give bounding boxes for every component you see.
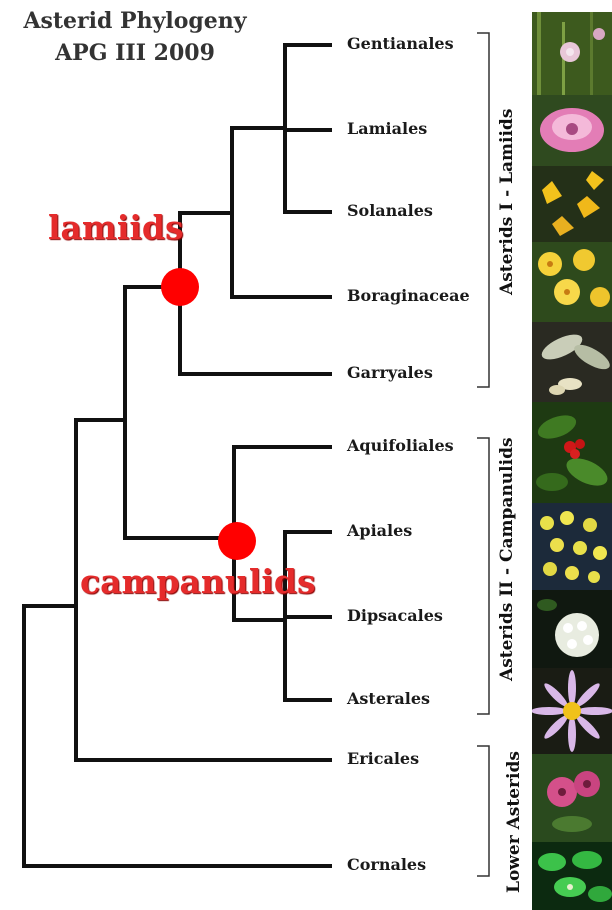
taxon-gentianales: Gentianales (347, 34, 454, 53)
asterales-aster-photo (532, 668, 612, 754)
campanulids-node-marker (218, 522, 256, 560)
ericales-flower-photo (532, 754, 612, 842)
lamiales-flower-photo (532, 95, 612, 166)
group-label-asterids-1: Asterids I - Lamiids (497, 125, 517, 295)
apiales-umbel-photo (532, 503, 612, 590)
clade-label-campanulids: campanulids (80, 562, 316, 601)
boraginaceae-flower-photo (532, 242, 612, 322)
taxon-dipsacales: Dipsacales (347, 606, 443, 625)
taxon-asterales: Asterales (347, 689, 430, 708)
taxon-garryales: Garryales (347, 363, 433, 382)
taxon-aquifoliales: Aquifoliales (347, 436, 454, 455)
clade-label-lamiids: lamiids (48, 208, 184, 247)
taxon-apiales: Apiales (347, 521, 412, 540)
aquifoliales-holly-photo (532, 402, 612, 503)
dipsacales-flower-photo (532, 590, 612, 668)
taxon-boraginaceae: Boraginaceae (347, 286, 470, 305)
bracket-lower-asterids (477, 746, 489, 876)
taxon-solanales: Solanales (347, 201, 433, 220)
taxon-lamiales: Lamiales (347, 119, 427, 138)
garryales-leaf-photo (532, 322, 612, 402)
cornales-leaf-photo (532, 842, 612, 910)
solanales-flower-photo (532, 166, 612, 242)
bracket-asterids-1 (477, 33, 489, 387)
group-label-lower-asterids: Lower Asterids (504, 763, 524, 893)
taxon-cornales: Cornales (347, 855, 426, 874)
group-label-asterids-2: Asterids II - Campanulids (497, 471, 517, 681)
lamiids-node-marker (161, 268, 199, 306)
bracket-asterids-2 (477, 438, 489, 714)
gentianales-flower-photo (532, 12, 612, 95)
taxon-ericales: Ericales (347, 749, 419, 768)
